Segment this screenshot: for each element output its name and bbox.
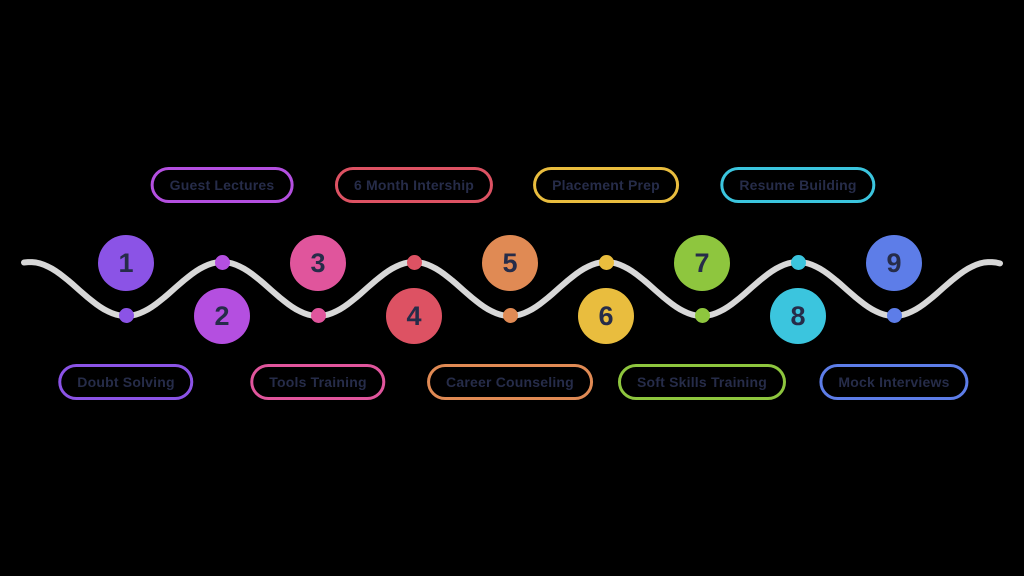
step-circle-2: 2	[194, 288, 250, 344]
step-label-guest-lectures: Guest Lectures	[150, 167, 294, 203]
step-number: 6	[598, 300, 614, 331]
step-label-soft-skills-training: Soft Skills Training	[617, 364, 787, 400]
wave-dot-8	[790, 254, 806, 270]
step-circle-4: 4	[386, 288, 442, 344]
step-label-doubt-solving: Doubt Solving	[58, 364, 194, 400]
step-number: 2	[214, 300, 230, 331]
step-label-resume-building: Resume Building	[720, 167, 876, 203]
wave-dot-1	[118, 307, 134, 323]
step-circle-6: 6	[578, 288, 634, 344]
step-number: 9	[886, 247, 902, 278]
step-number: 4	[406, 300, 422, 331]
step-circle-5: 5	[482, 235, 538, 291]
wave-dot-3	[310, 307, 326, 323]
step-number: 7	[694, 247, 710, 278]
step-number: 3	[310, 247, 326, 278]
step-circle-1: 1	[98, 235, 154, 291]
step-circle-3: 3	[290, 235, 346, 291]
step-label-mock-interviews: Mock Interviews	[819, 364, 969, 400]
wave-dot-4	[406, 254, 422, 270]
wave-dot-2	[214, 254, 230, 270]
step-label-tools-training: Tools Training	[250, 364, 386, 400]
step-circle-7: 7	[674, 235, 730, 291]
step-circle-9: 9	[866, 235, 922, 291]
step-label-6-month-intership: 6 Month Intership	[334, 167, 494, 203]
step-circle-8: 8	[770, 288, 826, 344]
step-number: 8	[790, 300, 806, 331]
wave-dot-5	[502, 307, 518, 323]
step-number: 5	[502, 247, 518, 278]
step-label-career-counseling: Career Counseling	[427, 364, 593, 400]
step-number: 1	[118, 247, 134, 278]
step-label-placement-prep: Placement Prep	[533, 167, 679, 203]
wave-dot-7	[694, 307, 710, 323]
wave-dot-9	[886, 307, 902, 323]
wave-dot-6	[598, 254, 614, 270]
